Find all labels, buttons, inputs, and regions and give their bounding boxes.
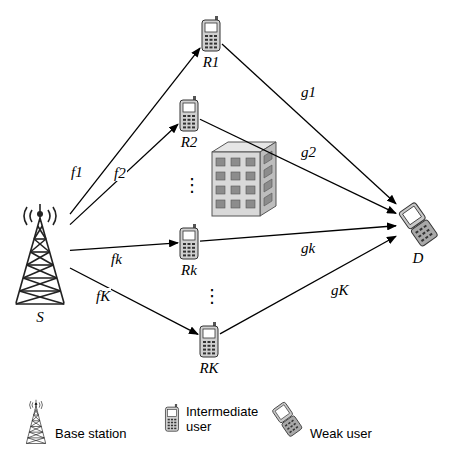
link-arrow: [200, 119, 396, 213]
channel-label: gK: [330, 282, 350, 298]
link-arrow: [70, 268, 198, 334]
channel-label: f2: [113, 165, 127, 181]
intermediate-user: R2: [178, 96, 200, 132]
tower-icon: [10, 200, 70, 305]
legend-text: Base station: [55, 426, 127, 441]
node-label: D: [413, 250, 424, 266]
link-arrow: [70, 243, 178, 251]
channel-label: fK: [95, 288, 111, 304]
ellipsis-dots: ⋮: [203, 287, 221, 305]
base-station: S: [10, 200, 70, 305]
link-arrow: [70, 124, 178, 224]
channel-label: g2: [300, 144, 317, 160]
weak-icon: [396, 200, 440, 248]
node-label: RK: [199, 360, 218, 376]
legend-sample: [270, 400, 304, 438]
legend-sample: [164, 404, 180, 432]
intermediate-user: Rk: [178, 224, 200, 260]
intermediate-user: R1: [200, 16, 222, 52]
link-arrow: [220, 236, 396, 334]
legend-sample: [24, 398, 48, 444]
link-arrow: [222, 44, 396, 204]
phone-icon: [200, 16, 222, 52]
link-arrow: [200, 226, 396, 241]
intermediate-user: RK: [198, 322, 220, 358]
phone-icon: [198, 322, 220, 358]
legend-sample: [24, 398, 48, 444]
node-label: S: [36, 309, 44, 325]
legend-sample: [164, 404, 180, 432]
channel-label: f1: [70, 164, 84, 180]
legend-text: Weak user: [310, 426, 372, 441]
legend-text: Intermediate user: [186, 404, 268, 434]
ellipsis-dots: ⋮: [183, 176, 201, 194]
weak-user: D: [396, 200, 440, 248]
link-arrow: [70, 48, 200, 214]
phone-icon: [178, 224, 200, 260]
channel-label: fk: [110, 251, 123, 267]
phone-icon: [178, 96, 200, 132]
node-label: R2: [181, 134, 198, 150]
legend-sample: [270, 400, 304, 438]
node-label: Rk: [181, 262, 197, 278]
node-label: R1: [203, 54, 220, 70]
channel-label: gk: [300, 240, 316, 256]
channel-label: g1: [300, 84, 317, 100]
